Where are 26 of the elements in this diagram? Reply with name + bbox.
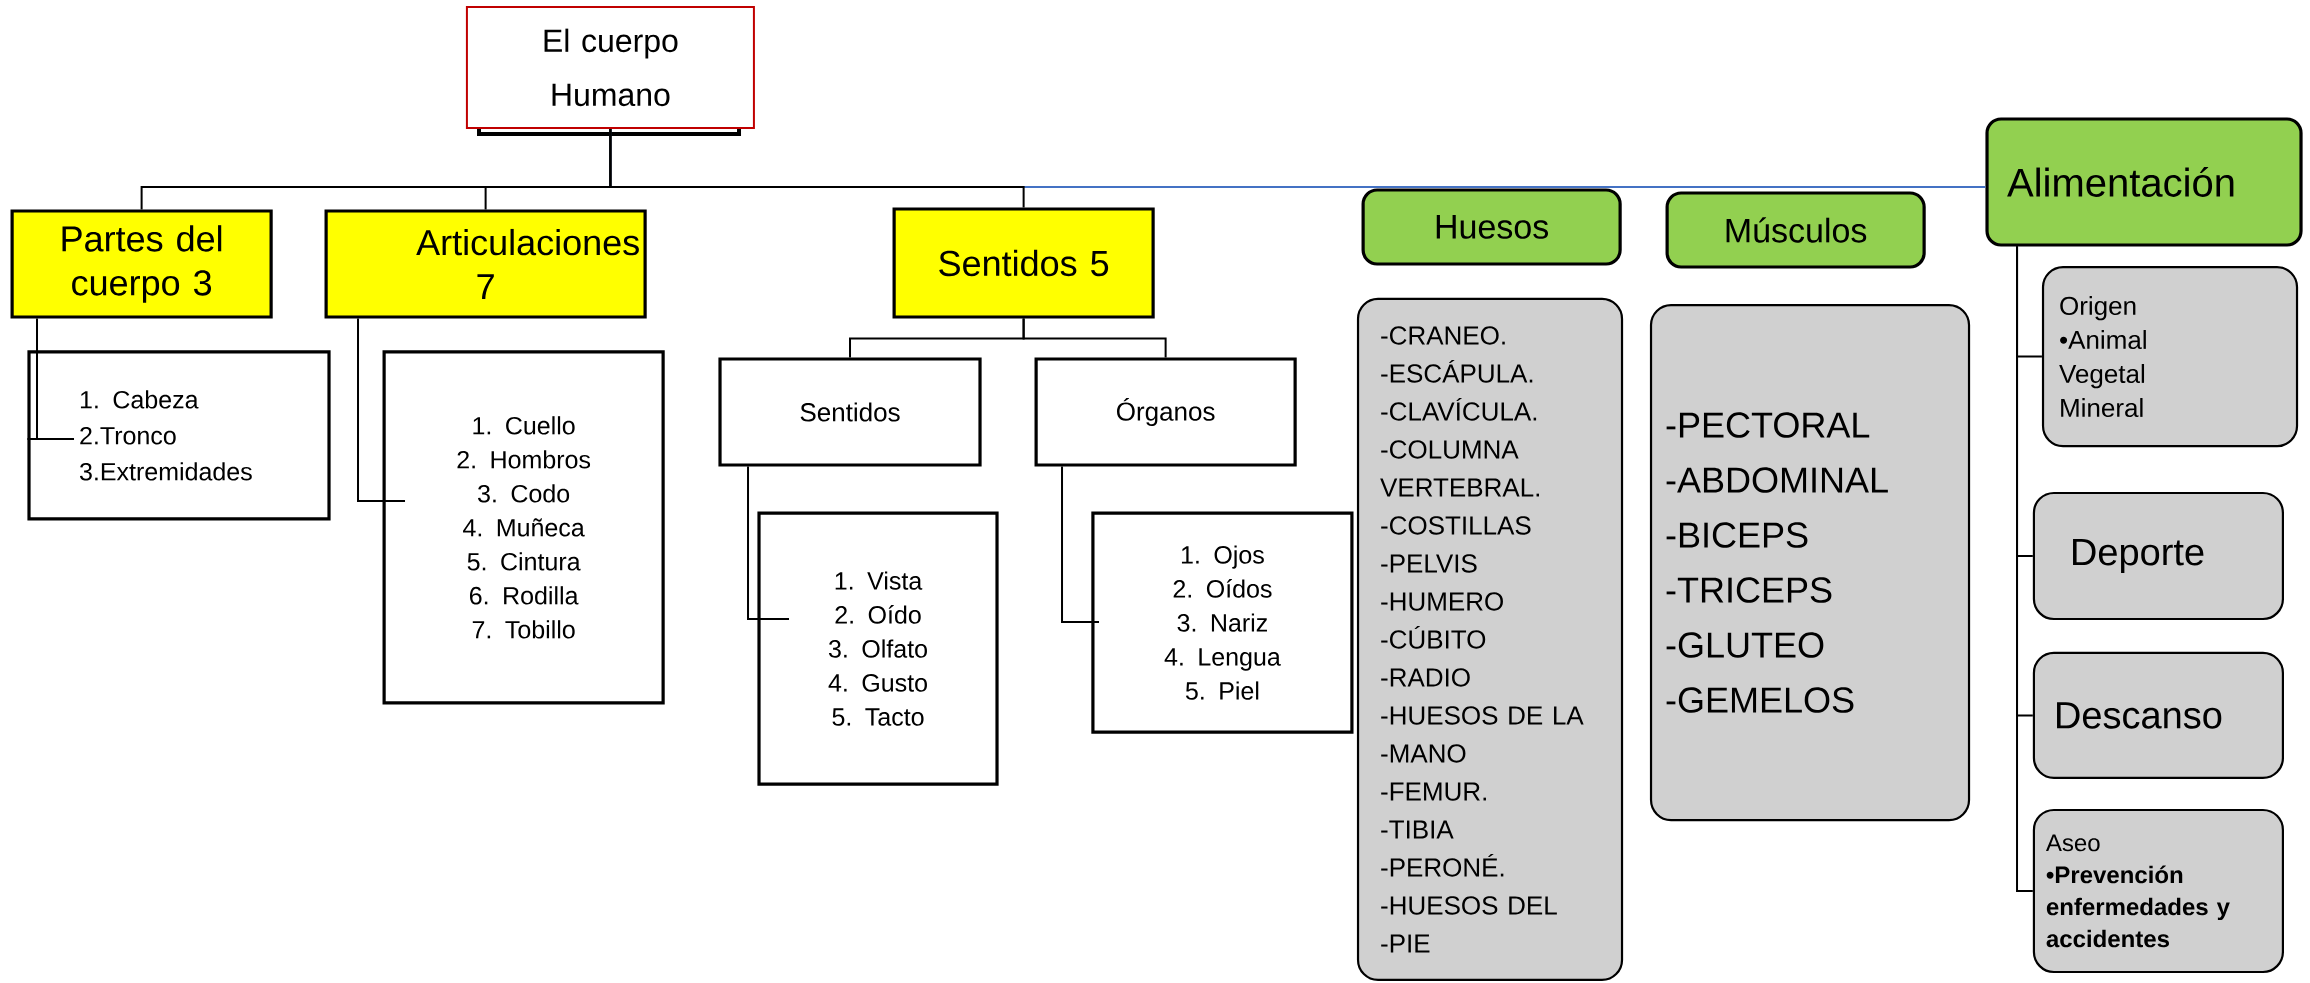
connector-line	[1061, 465, 1100, 623]
category-box: Alimentación	[1985, 117, 2303, 247]
connector-line	[1022, 317, 1167, 359]
list-box: 1. Vista 2. Oído 3. Olfato 4. Gusto 5. Tacto	[757, 511, 999, 786]
category-box: Músculos	[1665, 191, 1926, 269]
title-box: El cuerpo Humano	[465, 5, 755, 136]
connector-line	[357, 317, 406, 502]
subcategory-box: Órganos	[1034, 357, 1297, 467]
connector-line	[609, 127, 1025, 209]
list-box: -PECTORAL -ABDOMINAL -BICEPS -TRICEPS -GLUTEO -GEMELOS	[1649, 303, 1971, 822]
connector-line	[26, 317, 75, 440]
list-box: 1. Ojos 2. Oídos 3. Nariz 4. Lengua 5. Piel	[1091, 511, 1354, 734]
topic-box: Origen •Animal Vegetal Mineral	[2041, 265, 2299, 448]
topic-box: Descanso	[2032, 651, 2284, 779]
list-box: 1. Cuello 2. Hombros 3. Codo 4. Muñeca 5. Cintura 6. Rodilla 7. Tobillo	[382, 350, 665, 705]
category-box: Huesos	[1361, 188, 1622, 266]
list-box: -CRANEO. -ESCÁPULA. -CLAVÍCULA. -COLUMNA VERTEBRAL. -COSTILLAS -PELVIS -HUMERO -CÚBITO -RADIO -HUESOS DE LA -MANO -FEMUR. -TIBIA -PERONÉ. -HUESOS DEL -PIE	[1356, 297, 1624, 981]
connector-line	[2016, 245, 2034, 892]
list-box: 1. Cabeza 2.Tronco 3.Extremidades	[27, 350, 331, 521]
category-box: Partes del cuerpo 3	[10, 209, 273, 319]
subcategory-box: Sentidos	[718, 357, 982, 467]
topic-box: Deporte	[2032, 491, 2284, 621]
category-box: Sentidos 5	[892, 207, 1155, 319]
connector-line	[747, 465, 790, 620]
category-box: Articulaciones 7	[324, 209, 647, 319]
topic-box: Aseo •Prevención enfermedades y accidentes	[2032, 808, 2284, 974]
